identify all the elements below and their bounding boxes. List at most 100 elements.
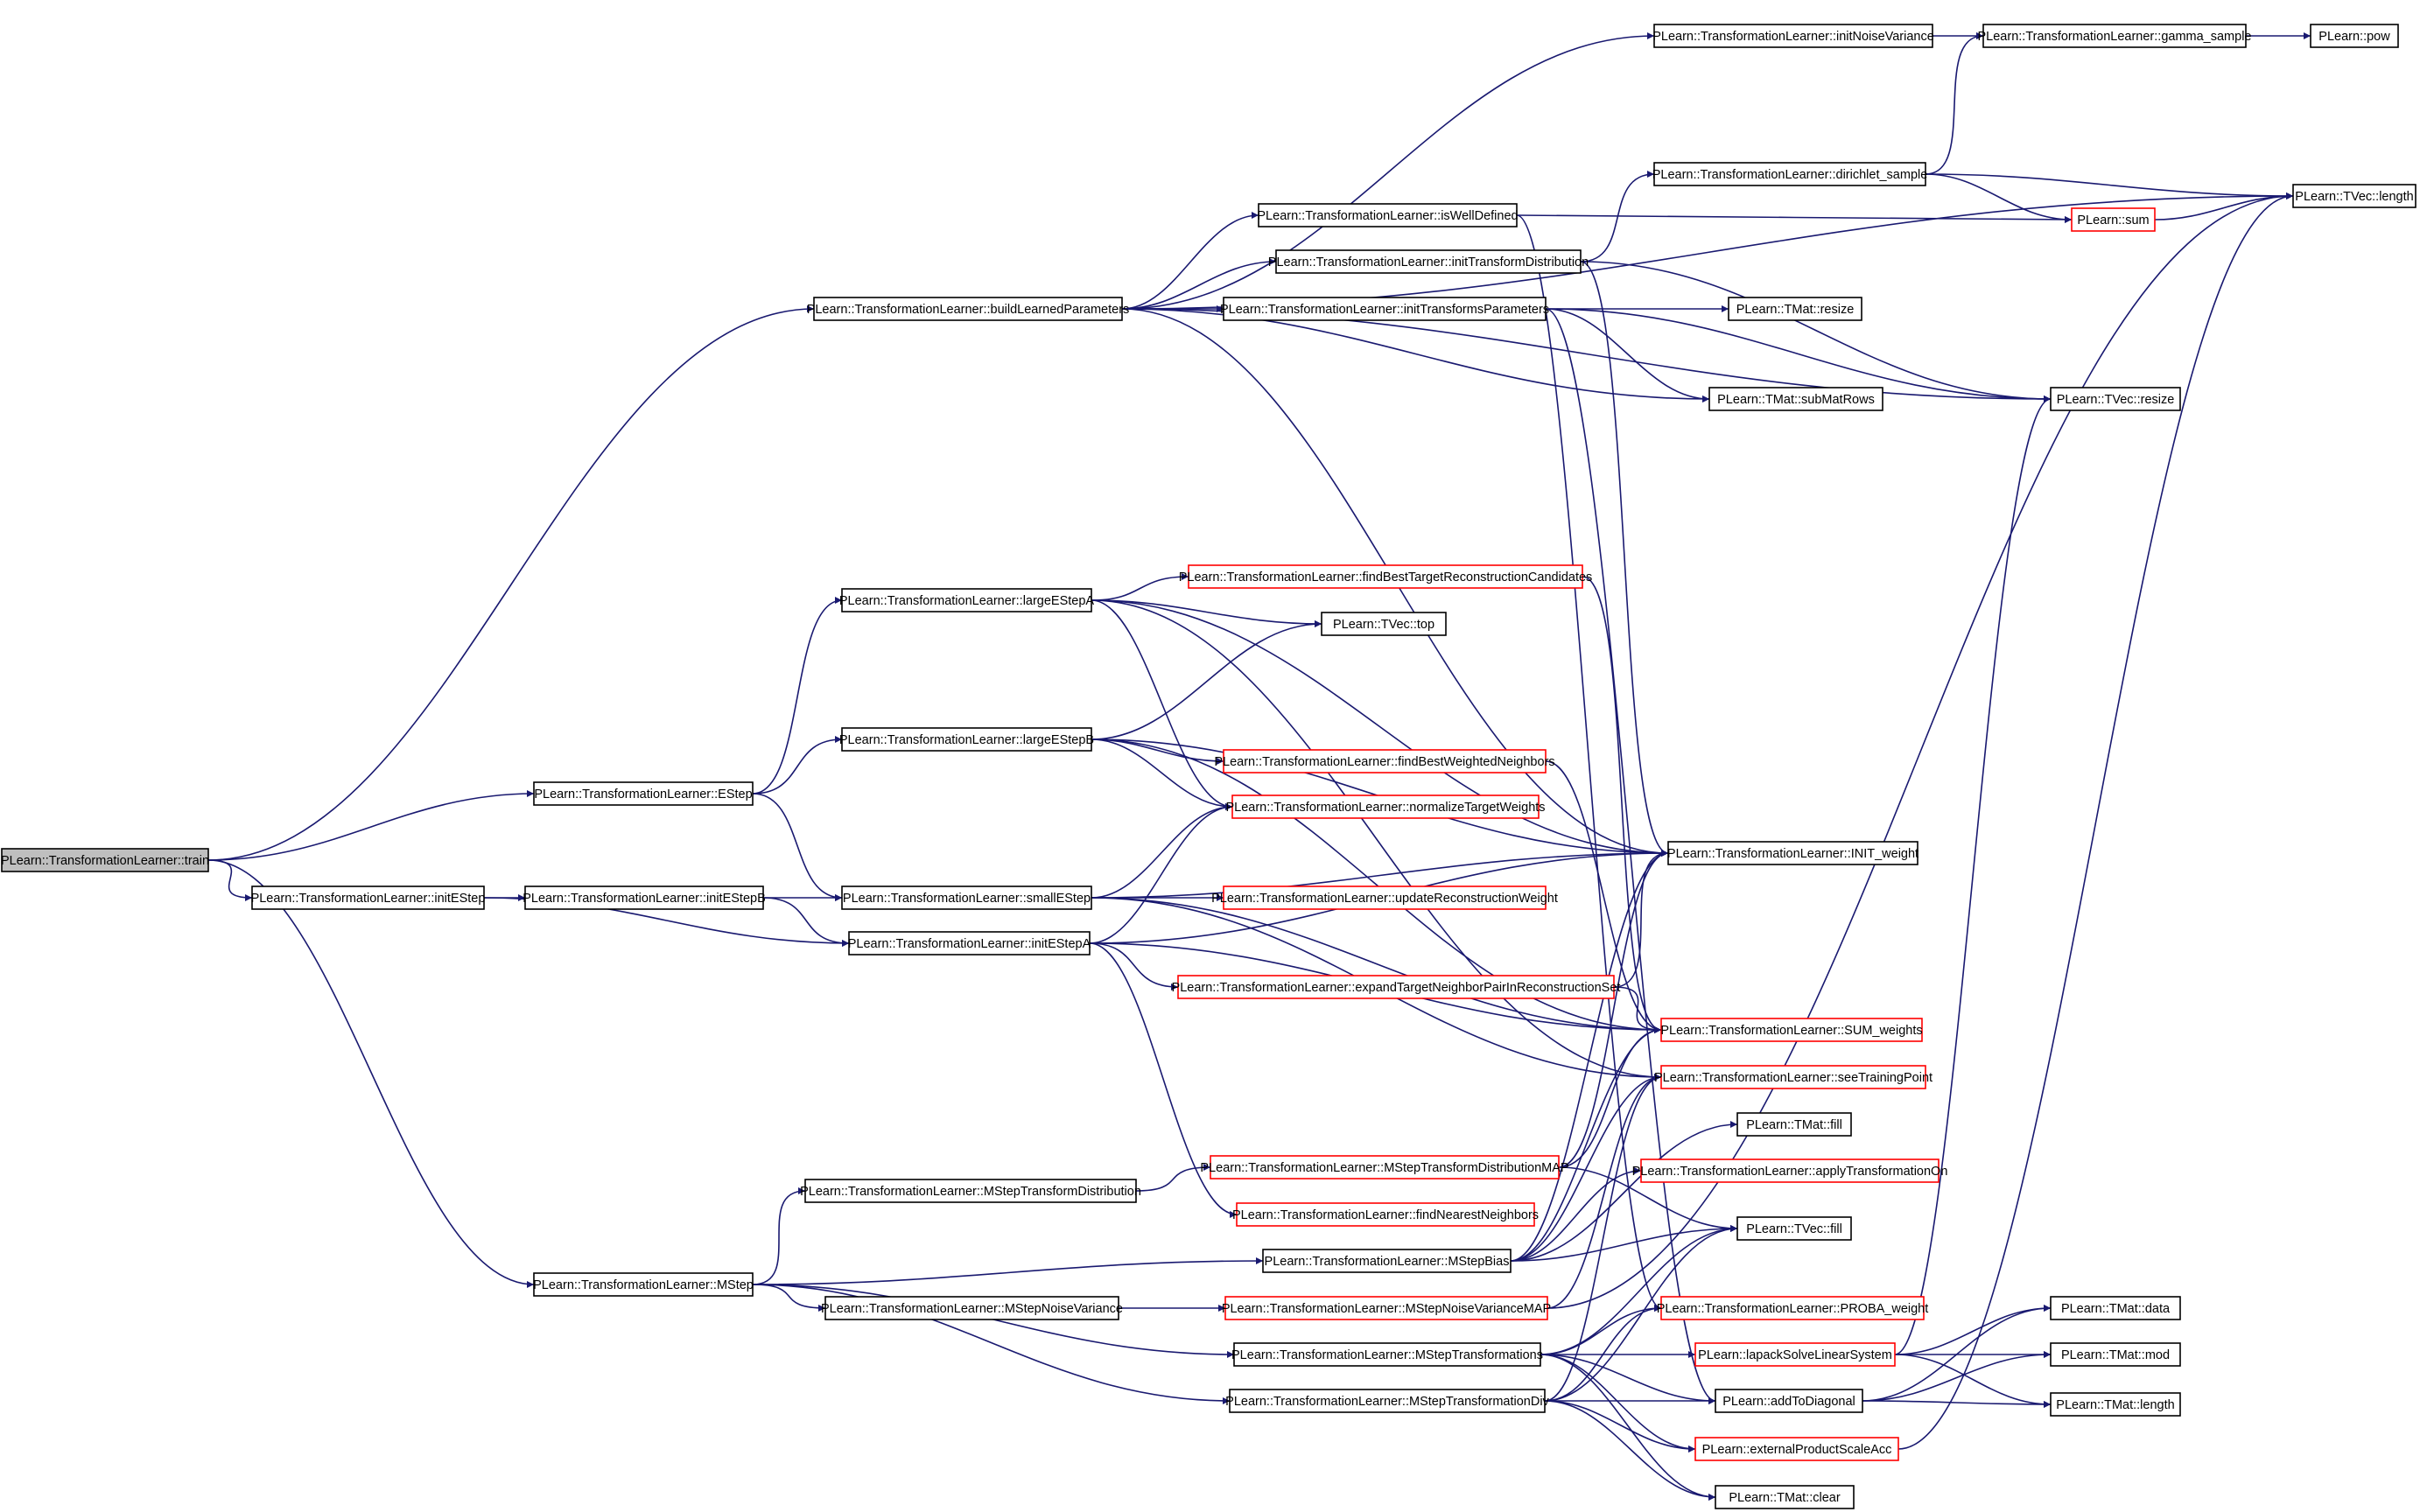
graph-node-label: PLearn::TransformationLearner::MStepNois… — [1222, 1302, 1551, 1316]
graph-node-initTransformsParameters[interactable]: PLearn::TransformationLearner::initTrans… — [1220, 297, 1549, 321]
graph-node-isWellDefined[interactable]: PLearn::TransformationLearner::isWellDef… — [1257, 203, 1519, 228]
graph-node-initEStep[interactable]: PLearn::TransformationLearner::initEStep — [251, 886, 486, 910]
graph-node-tmat_subMatRows[interactable]: PLearn::TMat::subMatRows — [1708, 387, 1883, 411]
graph-node-box — [1660, 1296, 1925, 1320]
edge-initTransformsParameters-to-tmat_subMatRows — [1545, 308, 1710, 402]
graph-node-dirichlet_sample[interactable]: PLearn::TransformationLearner::dirichlet… — [1652, 162, 1928, 186]
graph-node-MStepNoiseVarianceMAP[interactable]: PLearn::TransformationLearner::MStepNois… — [1222, 1296, 1551, 1320]
graph-node-MStepTransformDistributionMAP[interactable]: PLearn::TransformationLearner::MStepTran… — [1200, 1155, 1569, 1180]
edge-MStep-to-MStepBias — [752, 1257, 1264, 1285]
edge-EStep-to-largeEStepA — [752, 597, 843, 794]
graph-node-pow[interactable]: PLearn::pow — [2310, 24, 2399, 48]
edge-largeEStepA-to-normalizeTargetWeights — [1091, 599, 1233, 810]
graph-node-applyTransformationOn[interactable]: PLearn::TransformationLearner::applyTran… — [1632, 1158, 1948, 1183]
graph-node-tmat_length[interactable]: PLearn::TMat::length — [2050, 1392, 2181, 1417]
graph-node-label: PLearn::TVec::resize — [2057, 393, 2175, 407]
graph-node-tvec_top[interactable]: PLearn::TVec::top — [1321, 612, 1447, 636]
graph-node-gamma_sample[interactable]: PLearn::TransformationLearner::gamma_sam… — [1978, 24, 2252, 48]
graph-node-label: PLearn::TransformationLearner::MStepTran… — [800, 1185, 1141, 1199]
edge-largeEStepB-to-SUM_weights — [1091, 738, 1662, 1033]
graph-node-MStep[interactable]: PLearn::TransformationLearner::MStep — [533, 1272, 754, 1297]
graph-node-MStepBias[interactable]: PLearn::TransformationLearner::MStepBias — [1262, 1249, 1512, 1273]
graph-node-externalProductScaleAcc[interactable]: PLearn::externalProductScaleAcc — [1694, 1437, 1899, 1461]
graph-node-label: PLearn::TVec::top — [1333, 618, 1434, 632]
edge-dirichlet_sample-to-gamma_sample — [1925, 32, 1984, 175]
graph-node-initNoiseVariance[interactable]: PLearn::TransformationLearner::initNoise… — [1652, 24, 1934, 48]
edge-largeEStepA-to-seeTrainingPoint — [1091, 599, 1662, 1081]
graph-node-tmat_fill[interactable]: PLearn::TMat::fill — [1736, 1112, 1852, 1137]
graph-node-label: PLearn::TransformationLearner::MStep — [533, 1278, 754, 1292]
graph-node-tvec_length[interactable]: PLearn::TVec::length — [2292, 184, 2416, 208]
graph-node-sum[interactable]: PLearn::sum — [2071, 207, 2156, 232]
graph-node-MStepNoiseVariance[interactable]: PLearn::TransformationLearner::MStepNois… — [821, 1296, 1123, 1320]
graph-node-MStepTransformationDiv[interactable]: PLearn::TransformationLearner::MStepTran… — [1225, 1389, 1550, 1413]
graph-node-MStepTransformations[interactable]: PLearn::TransformationLearner::MStepTran… — [1231, 1342, 1543, 1367]
graph-node-label: PLearn::TransformationLearner::initEStep… — [848, 937, 1091, 951]
graph-node-box — [1236, 1202, 1535, 1227]
graph-node-train[interactable]: PLearn::TransformationLearner::train — [1, 848, 209, 872]
graph-node-buildLearnedParameters[interactable]: PLearn::TransformationLearner::buildLear… — [807, 297, 1130, 321]
graph-node-addToDiagonal[interactable]: PLearn::addToDiagonal — [1715, 1389, 1863, 1413]
graph-node-largeEStepB[interactable]: PLearn::TransformationLearner::largeESte… — [839, 727, 1094, 752]
graph-node-expandTargetNeighborPairInReconstructionSet[interactable]: PLearn::TransformationLearner::expandTar… — [1172, 975, 1621, 999]
edge-largeEStepA-to-tvec_top — [1091, 599, 1322, 627]
graph-node-label: PLearn::TMat::fill — [1746, 1118, 1842, 1132]
graph-node-label: PLearn::TransformationLearner::MStepTran… — [1225, 1395, 1549, 1409]
edge-MStepTransformationDiv-to-externalProductScaleAcc — [1544, 1400, 1696, 1452]
edge-EStep-to-largeEStepB — [752, 736, 843, 794]
edge-buildLearnedParameters-to-initNoiseVariance — [1121, 32, 1655, 310]
graph-node-label: PLearn::TransformationLearner::gamma_sam… — [1978, 30, 2252, 44]
graph-node-label: PLearn::externalProductScaleAcc — [1702, 1443, 1892, 1457]
graph-node-label: PLearn::TransformationLearner::initNoise… — [1652, 30, 1934, 44]
graph-node-tmat_clear[interactable]: PLearn::TMat::clear — [1715, 1485, 1855, 1509]
edge-MStep-to-MStepTransformationDiv — [752, 1284, 1231, 1404]
graph-node-box — [1660, 1018, 1923, 1042]
graph-node-initTransformDistribution[interactable]: PLearn::TransformationLearner::initTrans… — [1268, 249, 1589, 274]
edge-MStepTransformationDiv-to-seeTrainingPoint — [1544, 1074, 1662, 1402]
graph-node-label: PLearn::TransformationLearner::PROBA_wei… — [1657, 1302, 1929, 1316]
graph-node-label: PLearn::TransformationLearner::normalize… — [1225, 801, 1545, 815]
graph-node-MStepTransformDistribution[interactable]: PLearn::TransformationLearner::MStepTran… — [800, 1179, 1141, 1203]
graph-node-initEStepA[interactable]: PLearn::TransformationLearner::initEStep… — [848, 931, 1091, 956]
edge-MStepBias-to-tvec_fill — [1510, 1225, 1738, 1262]
graph-node-tmat_resize[interactable]: PLearn::TMat::resize — [1728, 297, 1862, 321]
graph-node-box — [1694, 1342, 1896, 1367]
graph-node-label: PLearn::TransformationLearner::initEStep… — [523, 892, 766, 906]
graph-node-SUM_weights[interactable]: PLearn::TransformationLearner::SUM_weigh… — [1660, 1018, 1923, 1042]
edge-expandTargetNeighborPairInReconstructionSet-to-SUM_weights — [1613, 986, 1662, 1033]
graph-node-findBestWeightedNeighbors[interactable]: PLearn::TransformationLearner::findBestW… — [1214, 749, 1555, 774]
graph-node-box — [1210, 1155, 1560, 1180]
graph-node-seeTrainingPoint[interactable]: PLearn::TransformationLearner::seeTraini… — [1654, 1065, 1932, 1089]
graph-node-findNearestNeighbors[interactable]: PLearn::TransformationLearner::findNeare… — [1232, 1202, 1539, 1227]
graph-node-findBestTargetReconstructionCandidates[interactable]: PLearn::TransformationLearner::findBestT… — [1179, 564, 1593, 589]
graph-node-initEStepB[interactable]: PLearn::TransformationLearner::initEStep… — [523, 886, 766, 910]
edge-MStepTransformations-to-tvec_fill — [1540, 1225, 1738, 1355]
graph-node-box — [841, 886, 1092, 910]
edge-train-to-EStep — [207, 790, 535, 861]
edge-lapackSolveLinearSystem-to-tmat_length — [1894, 1354, 2052, 1408]
edge-MStepNoiseVarianceMAP-to-tvec_length — [1547, 192, 2294, 1309]
edge-MStepTransformDistribution-to-MStepTransformDistributionMAP — [1135, 1164, 1211, 1192]
graph-node-EStep[interactable]: PLearn::TransformationLearner::EStep — [533, 781, 754, 806]
edge-MStepTransformDistributionMAP-to-INIT_weight — [1558, 850, 1669, 1168]
graph-node-normalizeTargetWeights[interactable]: PLearn::TransformationLearner::normalize… — [1225, 794, 1546, 819]
edge-EStep-to-smallEStep — [752, 793, 843, 901]
graph-node-box — [2050, 1392, 2181, 1417]
graph-node-tmat_data[interactable]: PLearn::TMat::data — [2050, 1296, 2181, 1320]
graph-node-box — [1224, 1296, 1548, 1320]
edge-initEStepA-to-normalizeTargetWeights — [1089, 803, 1233, 944]
graph-node-INIT_weight[interactable]: PLearn::TransformationLearner::INIT_weig… — [1667, 841, 1918, 865]
graph-node-PROBA_weight[interactable]: PLearn::TransformationLearner::PROBA_wei… — [1657, 1296, 1929, 1320]
graph-node-tvec_fill[interactable]: PLearn::TVec::fill — [1736, 1216, 1852, 1241]
graph-node-box — [1736, 1216, 1852, 1241]
graph-node-tvec_resize[interactable]: PLearn::TVec::resize — [2050, 387, 2181, 411]
graph-node-largeEStepA[interactable]: PLearn::TransformationLearner::largeESte… — [839, 588, 1095, 612]
edge-MStepTransformations-to-externalProductScaleAcc — [1540, 1354, 1696, 1452]
graph-node-label: PLearn::TVec::length — [2295, 190, 2413, 204]
edge-initEStepA-to-expandTargetNeighborPairInReconstructionSet — [1089, 942, 1179, 990]
graph-node-updateReconstructionWeight[interactable]: PLearn::TransformationLearner::updateRec… — [1211, 886, 1558, 910]
graph-node-lapackSolveLinearSystem[interactable]: PLearn::lapackSolveLinearSystem — [1694, 1342, 1896, 1367]
graph-node-label: PLearn::TransformationLearner::INIT_weig… — [1667, 847, 1918, 861]
graph-node-tmat_mod[interactable]: PLearn::TMat::mod — [2050, 1342, 2181, 1367]
graph-node-smallEStep[interactable]: PLearn::TransformationLearner::smallESte… — [841, 886, 1092, 910]
